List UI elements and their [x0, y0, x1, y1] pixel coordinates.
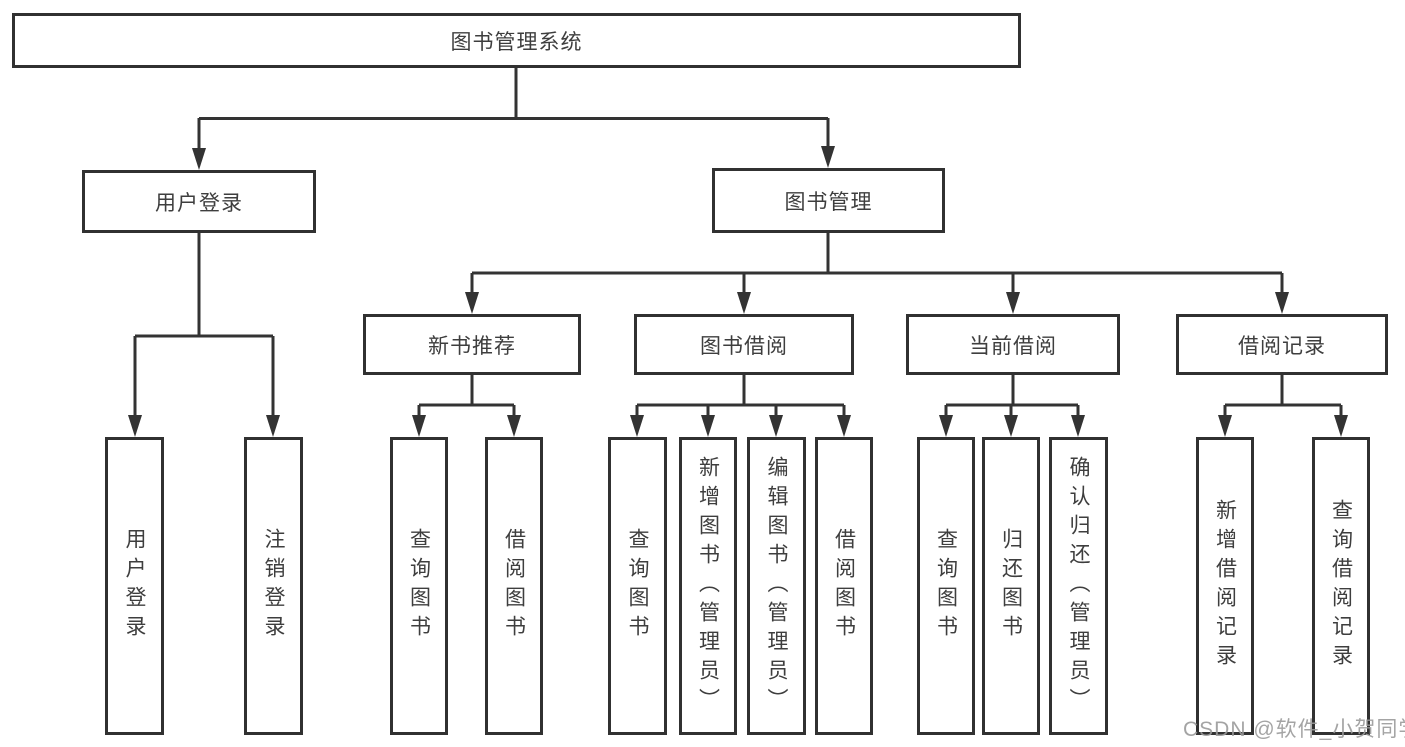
- leaf-logout: 注销登录: [244, 437, 303, 735]
- leaf-edit-books-admin: 编辑图书（管理员）: [747, 437, 806, 735]
- node-current-borrow-label: 当前借阅: [969, 334, 1057, 358]
- node-book-management-label: 图书管理: [784, 190, 873, 214]
- arrowheads: [128, 146, 1348, 437]
- leaf-borrow-books-1: 借阅图书: [485, 437, 543, 735]
- node-user-login: 用户登录: [82, 170, 316, 233]
- leaf-query-borrow-record: 查询借阅记录: [1312, 437, 1370, 735]
- leaf-return-books-label: 归还图书: [999, 528, 1023, 644]
- node-current-borrow: 当前借阅: [906, 314, 1120, 375]
- leaf-return-books: 归还图书: [982, 437, 1040, 735]
- node-new-book-recommend-label: 新书推荐: [428, 334, 516, 358]
- leaf-query-books-1: 查询图书: [390, 437, 448, 735]
- leaf-query-books-3: 查询图书: [917, 437, 975, 735]
- leaf-add-books-admin: 新增图书（管理员）: [679, 437, 737, 735]
- node-borrow-records-label: 借阅记录: [1238, 334, 1326, 358]
- node-book-borrow: 图书借阅: [634, 314, 854, 375]
- leaf-confirm-return-admin: 确认归还（管理员）: [1049, 437, 1108, 735]
- leaf-query-books-2-label: 查询图书: [626, 528, 649, 644]
- node-root: 图书管理系统: [12, 13, 1021, 68]
- leaf-query-books-3-label: 查询图书: [934, 528, 958, 644]
- leaf-edit-books-admin-label: 编辑图书（管理员）: [765, 455, 788, 717]
- leaf-add-borrow-record-label: 新增借阅记录: [1213, 499, 1237, 673]
- leaf-add-books-admin-label: 新增图书（管理员）: [696, 455, 720, 717]
- leaf-confirm-return-admin-label: 确认归还（管理员）: [1067, 455, 1090, 717]
- node-root-label: 图书管理系统: [450, 30, 583, 54]
- leaf-query-borrow-record-label: 查询借阅记录: [1329, 499, 1353, 673]
- leaf-borrow-books-2-label: 借阅图书: [832, 528, 856, 644]
- leaf-user-login: 用户登录: [105, 437, 164, 735]
- leaf-logout-label: 注销登录: [262, 528, 285, 644]
- leaf-borrow-books-2: 借阅图书: [815, 437, 873, 735]
- watermark: CSDN @软件_小贺同学: [1183, 718, 1405, 741]
- leaf-query-books-1-label: 查询图书: [407, 528, 431, 644]
- node-book-management: 图书管理: [712, 168, 945, 233]
- node-borrow-records: 借阅记录: [1176, 314, 1388, 375]
- node-user-login-label: 用户登录: [155, 191, 243, 215]
- leaf-borrow-books-1-label: 借阅图书: [502, 528, 526, 644]
- node-book-borrow-label: 图书借阅: [700, 334, 788, 358]
- leaf-add-borrow-record: 新增借阅记录: [1196, 437, 1254, 735]
- leaf-user-login-label: 用户登录: [123, 528, 146, 644]
- leaf-query-books-2: 查询图书: [608, 437, 667, 735]
- node-new-book-recommend: 新书推荐: [363, 314, 581, 375]
